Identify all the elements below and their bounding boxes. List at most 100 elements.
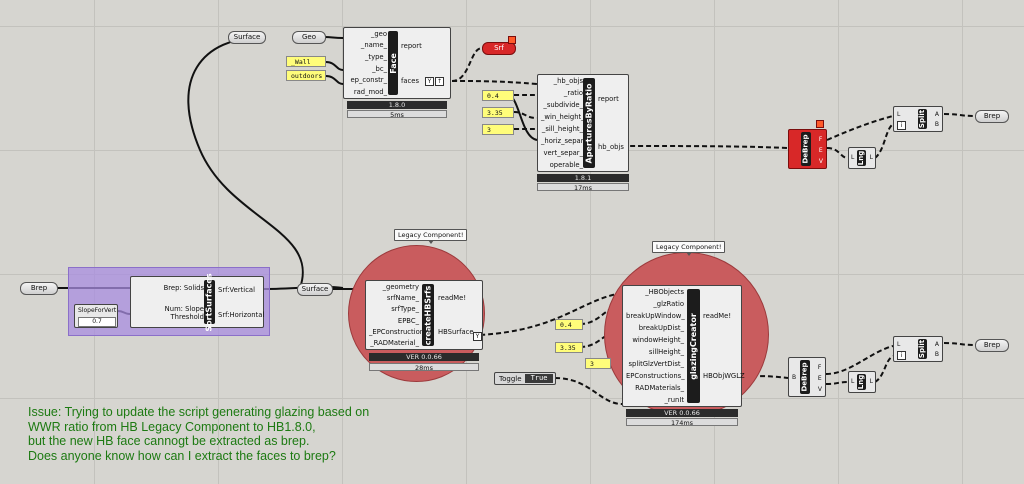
glz-ratio-panel[interactable]: 0.4	[555, 319, 583, 330]
wire	[451, 47, 483, 82]
surface-mid-label: Surface	[301, 285, 329, 293]
hbsrfs-output-hbsurface[interactable]: HBSurface	[438, 328, 474, 336]
lng-bottom-title: Lng	[857, 374, 866, 390]
wire	[605, 145, 789, 149]
create-hbsrfs-component[interactable]: _geometry srfName_ srfType_ EPBC_ _EPCon…	[365, 280, 483, 350]
wire	[874, 355, 894, 383]
breakup-panel[interactable]: 3.35	[555, 342, 583, 353]
outdoors-panel[interactable]: outdoors	[286, 70, 326, 81]
glazing-input-radmaterials[interactable]: RADMaterials_	[635, 384, 684, 392]
brep-param-right-bottom[interactable]: Brep	[975, 339, 1009, 352]
hbsrfs-input-srfname[interactable]: srfName_	[386, 293, 419, 302]
face-output-report[interactable]: report	[401, 41, 422, 50]
glazing-output-hbobjwglz[interactable]: HBObjWGLZ	[703, 372, 745, 380]
face-output-faces[interactable]: faces	[401, 76, 420, 85]
face-input-ep-constr[interactable]: ep_constr_	[350, 76, 388, 85]
split-top-input-l[interactable]: L	[897, 111, 901, 118]
sort-output-horizontal[interactable]: Srf:Horizontal	[218, 310, 265, 319]
apertures-input-win-height[interactable]: _win_height_	[541, 113, 585, 121]
debrep-top-output-v[interactable]: V	[818, 158, 823, 165]
surface-param-top[interactable]: Surface	[228, 31, 266, 44]
sort-input-slope-threshold[interactable]: Num: Slope Threshold	[164, 304, 204, 321]
apertures-title: AperturesByRatio	[584, 83, 594, 163]
surface-param-mid[interactable]: Surface	[297, 283, 333, 296]
debrep-bottom-component[interactable]: B DeBrep F E V	[788, 357, 826, 397]
apertures-input-ratio[interactable]: _ratio	[563, 89, 583, 97]
ratio-panel[interactable]: 0.4	[482, 90, 514, 101]
split-bottom-output-b[interactable]: B	[934, 351, 939, 358]
lng-top-component[interactable]: L Lng L	[848, 147, 876, 169]
hbsrfs-input-radmaterial[interactable]: _RADMaterial_	[370, 339, 419, 348]
glazing-input-breakupwindow[interactable]: breakUpWindow_	[626, 312, 685, 320]
face-input-name[interactable]: _name_	[360, 41, 387, 50]
glazing-output-readme[interactable]: readMe!	[703, 312, 732, 320]
debrep-bottom-output-v[interactable]: V	[817, 386, 822, 393]
split-top-expression-icon: i	[897, 121, 906, 130]
window-height-panel[interactable]: 3	[585, 358, 611, 369]
sort-title: SortSurfaces	[205, 272, 214, 332]
lng-bottom-output[interactable]: L	[869, 378, 873, 385]
split-bottom-output-a[interactable]: A	[934, 341, 939, 348]
sort-input-brep-solids[interactable]: Brep: Solids	[163, 283, 204, 292]
slope-for-vert-slider[interactable]: SlopeForVert 0.7	[74, 304, 118, 328]
face-input-bc[interactable]: _bc_	[372, 64, 387, 73]
sort-output-vertical[interactable]: Srf:Vertical	[218, 285, 255, 294]
face-version: 1.8.0	[347, 101, 447, 109]
apertures-by-ratio-component[interactable]: _hb_objs _ratio _subdivide_ _win_height_…	[537, 74, 629, 172]
glazing-input-breakupdist[interactable]: breakUpDist_	[638, 324, 684, 332]
apertures-input-subdivide[interactable]: _subdivide_	[543, 101, 583, 109]
glazing-input-glzratio[interactable]: _glzRatio	[653, 300, 684, 308]
slope-value-field[interactable]: 0.7	[78, 317, 116, 327]
sort-surfaces-component[interactable]: Brep: Solids Num: Slope Threshold SortSu…	[130, 272, 265, 332]
face-input-type[interactable]: _type_	[365, 53, 387, 62]
apertures-input-vert-separ[interactable]: vert_separ_	[543, 149, 583, 157]
glazing-input-hbobjects[interactable]: _HBObjects	[645, 288, 684, 296]
lng-bottom-component[interactable]: L Lng L	[848, 371, 876, 393]
lng-bottom-input[interactable]: L	[851, 378, 855, 385]
face-input-rad-mod[interactable]: rad_mod_	[353, 88, 387, 97]
glazing-creator-component[interactable]: _HBObjects _glzRatio breakUpWindow_ brea…	[622, 285, 745, 407]
glazing-input-windowheight[interactable]: windowHeight_	[632, 336, 684, 344]
hbsrfs-input-epconstruction[interactable]: _EPConstruction_	[369, 327, 428, 336]
surface-param-label: Surface	[233, 33, 261, 41]
wall-panel[interactable]: _Wall	[286, 56, 326, 67]
face-input-geo[interactable]: _geo	[370, 29, 387, 38]
srf-param-error[interactable]: Srf	[482, 42, 516, 55]
glazing-input-splitglzvertdist[interactable]: splitGlzVertDist_	[628, 360, 684, 368]
glazing-input-sillheight[interactable]: sillHeight_	[648, 348, 684, 356]
glazing-input-epconstructions[interactable]: EPConstructions_	[626, 372, 685, 380]
brep-param-left[interactable]: Brep	[20, 282, 58, 295]
win-height-panel[interactable]: 3.35	[482, 107, 514, 118]
debrep-bottom-input-b[interactable]: B	[792, 374, 797, 381]
hbsrfs-output-readme[interactable]: readMe!	[438, 294, 467, 302]
run-toggle[interactable]: Toggle True	[494, 372, 556, 385]
apertures-output-hb-objs[interactable]: hb_objs	[598, 143, 624, 151]
split-top-output-b[interactable]: B	[934, 121, 939, 128]
sill-height-panel[interactable]: 3	[482, 124, 514, 135]
split-bottom-input-l[interactable]: L	[897, 341, 901, 348]
issue-line: WWR ratio from HB Legacy Component to HB…	[28, 419, 316, 434]
debrep-top-component[interactable]: DeBrep F E V	[788, 129, 827, 169]
debrep-top-output-e[interactable]: E	[818, 147, 823, 154]
glazing-input-runit[interactable]: _runIt	[664, 396, 684, 404]
lng-top-output[interactable]: L	[869, 154, 873, 161]
face-component[interactable]: _geo _name_ _type_ _bc_ ep_constr_ rad_m…	[343, 27, 451, 99]
geo-param[interactable]: Geo	[292, 31, 326, 44]
legacy-bubble-hbsrfs: Legacy Component!	[394, 229, 468, 244]
debrep-bottom-output-e[interactable]: E	[817, 375, 822, 382]
debrep-bottom-output-f[interactable]: F	[817, 364, 822, 371]
toggle-value-field[interactable]: True	[525, 374, 553, 383]
wire	[825, 381, 849, 385]
lng-top-input[interactable]: L	[851, 154, 855, 161]
split-top-output-a[interactable]: A	[934, 111, 939, 118]
apertures-output-report[interactable]: report	[598, 95, 619, 103]
brep-param-right-top[interactable]: Brep	[975, 110, 1009, 123]
apertures-input-hb-objs[interactable]: _hb_objs	[553, 77, 583, 85]
hbsrfs-input-geometry[interactable]: _geometry	[382, 282, 419, 291]
apertures-input-sill-height[interactable]: _sill_height_	[541, 125, 583, 133]
hbsrfs-input-srftype[interactable]: srfType_	[391, 305, 419, 314]
apertures-input-operable[interactable]: operable_	[549, 161, 583, 169]
apertures-input-horiz-separ[interactable]: _horiz_separ_	[541, 137, 587, 145]
debrep-top-output-f[interactable]: F	[818, 136, 823, 143]
hbsrfs-input-epbc[interactable]: EPBC_	[397, 316, 419, 325]
